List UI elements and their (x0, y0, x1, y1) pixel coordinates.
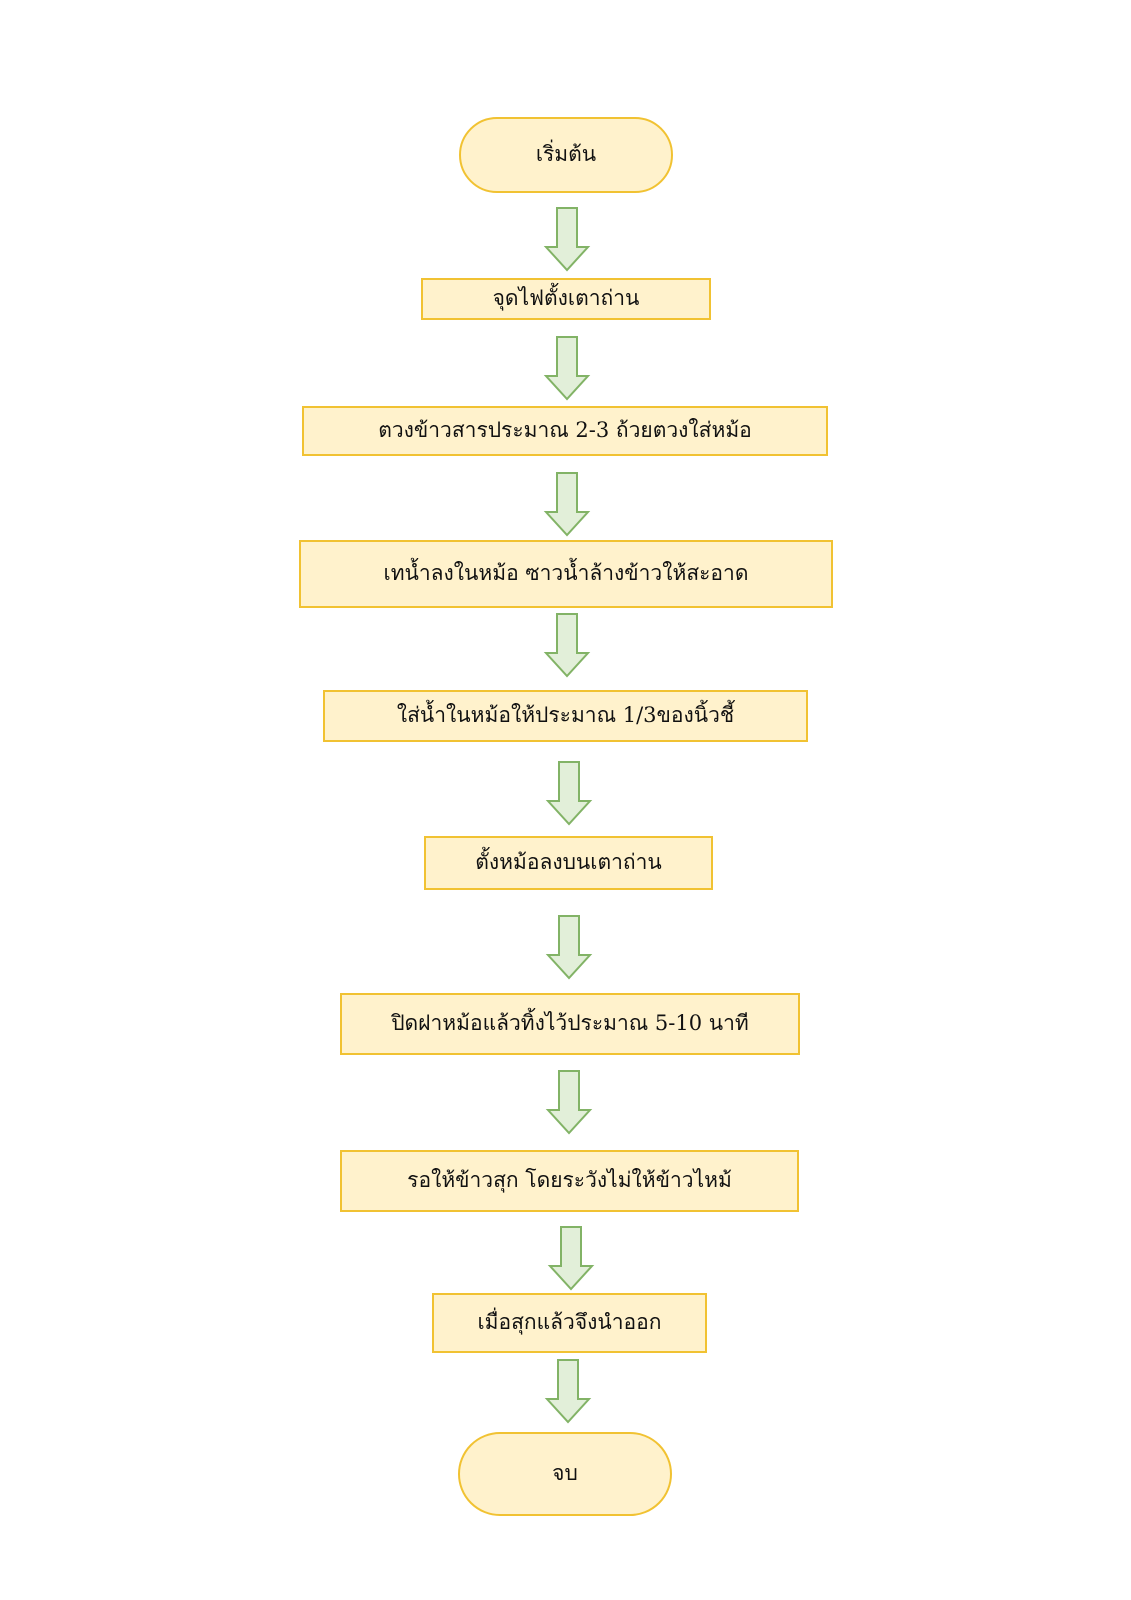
down-arrow-icon (543, 207, 591, 272)
start-terminal: เริ่มต้น (459, 117, 673, 193)
step-wash-rice: เทน้ำลงในหม้อ ซาวน้ำล้างข้าวให้สะอาด (299, 540, 833, 608)
down-arrow-icon (543, 472, 591, 537)
down-arrow-icon (545, 1070, 593, 1135)
step-add-water: ใส่น้ำในหม้อให้ประมาณ 1/3ของนิ้วชี้ (323, 690, 808, 742)
down-arrow-icon (545, 761, 593, 826)
step-remove-when-cooked: เมื่อสุกแล้วจึงนำออก (432, 1293, 707, 1353)
down-arrow-icon (544, 1359, 592, 1424)
end-terminal: จบ (458, 1432, 672, 1516)
step-measure-rice: ตวงข้าวสารประมาณ 2-3 ถ้วยตวงใส่หม้อ (302, 406, 828, 456)
down-arrow-icon (543, 336, 591, 401)
down-arrow-icon (547, 1226, 595, 1291)
step-place-pot-on-stove: ตั้งหม้อลงบนเตาถ่าน (424, 836, 713, 890)
step-light-charcoal-stove: จุดไฟตั้งเตาถ่าน (421, 278, 711, 320)
step-cover-pot: ปิดฝาหม้อแล้วทิ้งไว้ประมาณ 5-10 นาที (340, 993, 800, 1055)
down-arrow-icon (545, 915, 593, 980)
down-arrow-icon (543, 613, 591, 678)
step-wait-rice-cooked: รอให้ข้าวสุก โดยระวังไม่ให้ข้าวไหม้ (340, 1150, 799, 1212)
